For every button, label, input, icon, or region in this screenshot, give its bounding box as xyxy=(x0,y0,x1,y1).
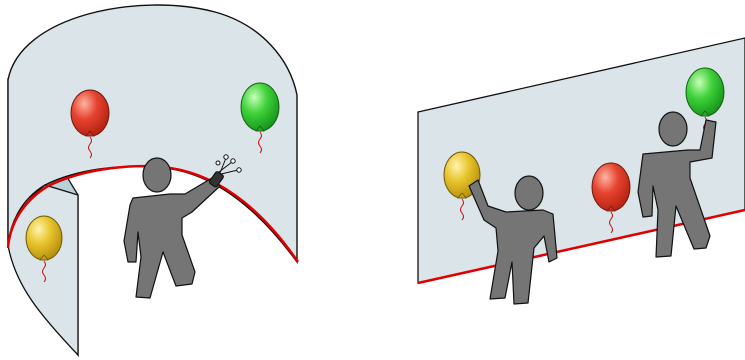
flat-wall-scene xyxy=(418,38,745,304)
person-with-remote xyxy=(124,155,241,298)
curved-wall-scene xyxy=(8,5,298,355)
